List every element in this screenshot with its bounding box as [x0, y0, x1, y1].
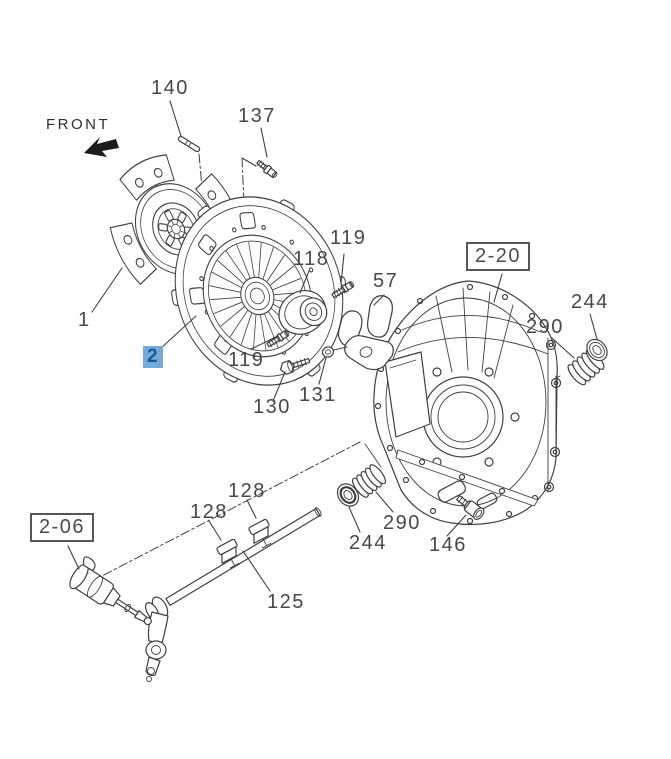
release-bearing[interactable] — [271, 282, 334, 342]
link-housing-spring — [364, 443, 382, 468]
part-label-118[interactable]: 118 — [293, 248, 330, 270]
clutch-shaft[interactable] — [142, 507, 322, 682]
housing-lower-rail — [395, 449, 539, 507]
disc-splines — [167, 219, 185, 239]
clip-128-right[interactable] — [247, 518, 278, 551]
front-label: FRONT — [46, 116, 111, 133]
shaft-lever-arm — [147, 611, 169, 644]
leader-290-right — [551, 337, 575, 359]
housing-bore-mid — [430, 384, 496, 450]
slave-ring — [86, 575, 103, 598]
part-label-119-upper[interactable]: 119 — [330, 227, 367, 249]
release-fork[interactable] — [333, 295, 394, 371]
fork-base — [344, 335, 394, 371]
part-label-137[interactable]: 137 — [238, 105, 276, 127]
leader-118 — [299, 270, 310, 294]
plate-windows — [188, 211, 256, 355]
leader-1 — [91, 267, 123, 313]
leader-290-lower — [375, 491, 394, 513]
clip-128-left[interactable] — [215, 538, 246, 571]
front-arrow-icon — [84, 137, 119, 157]
part-label-125[interactable]: 125 — [267, 591, 305, 613]
lever-knuckle — [145, 640, 167, 660]
fork-prong-right — [367, 295, 393, 338]
seal-244-right[interactable] — [583, 335, 612, 364]
part-label-130[interactable]: 130 — [253, 396, 291, 418]
leader-244-right — [589, 313, 598, 340]
lever-knuckle-hole — [151, 645, 161, 655]
part-label-1[interactable]: 1 — [78, 309, 91, 331]
bolt-137[interactable] — [256, 159, 279, 179]
lever-clevis-pin — [147, 667, 155, 675]
slave-cylinder[interactable] — [66, 555, 162, 634]
washer-131[interactable] — [321, 346, 335, 359]
leader-130 — [272, 371, 286, 402]
leader-146 — [446, 514, 467, 537]
section-ref-2-20[interactable]: 2-20 — [466, 242, 531, 271]
dowel-pin-140[interactable] — [177, 135, 201, 153]
leader-119-lower — [250, 335, 279, 350]
clutch-housing[interactable] — [373, 280, 562, 526]
housing-right-flange — [547, 337, 557, 493]
disc-bore — [171, 223, 181, 235]
leader-244-lower — [348, 506, 361, 533]
lever-clevis-tip — [146, 676, 152, 682]
pressure-plate[interactable] — [143, 167, 375, 415]
part-label-128-right[interactable]: 128 — [228, 480, 266, 502]
leader-128-right — [246, 499, 257, 519]
part-label-131[interactable]: 131 — [299, 384, 337, 406]
part-label-290-lower[interactable]: 290 — [383, 512, 421, 534]
bolt-146[interactable] — [454, 493, 486, 522]
leader-2-20 — [493, 273, 503, 303]
spring-290-right[interactable] — [565, 347, 606, 387]
seal-244-lower[interactable] — [333, 480, 363, 511]
spring-290-lower[interactable] — [350, 463, 388, 500]
fork-pivot-hole — [359, 346, 373, 358]
bolt-119-lower[interactable] — [266, 330, 290, 348]
housing-left-window — [384, 351, 431, 438]
leader-137 — [260, 127, 268, 158]
part-label-140[interactable]: 140 — [151, 77, 189, 99]
leader-128-left — [208, 520, 222, 541]
leader-119-upper — [340, 253, 345, 285]
leader-2 — [159, 315, 197, 350]
part-label-290-right[interactable]: 290 — [526, 316, 564, 338]
part-label-244-right[interactable]: 244 — [571, 291, 609, 313]
part-label-119-lower[interactable]: 119 — [228, 349, 265, 371]
leader-lines — [67, 100, 598, 592]
section-ref-2-06[interactable]: 2-06 — [30, 513, 95, 542]
bolt-119-upper[interactable] — [331, 281, 355, 299]
housing-top-bands — [397, 315, 549, 355]
part-label-146[interactable]: 146 — [429, 534, 467, 556]
housing-bore-inner — [437, 391, 489, 443]
housing-ribs — [435, 287, 514, 379]
leader-125 — [242, 550, 271, 592]
shaft-rod — [165, 508, 321, 606]
shaft-end-cap — [314, 507, 322, 517]
bolt-130[interactable] — [279, 355, 311, 376]
housing-lower-rail-holes — [418, 458, 506, 495]
slave-ear — [82, 556, 96, 572]
housing-flange-bosses — [543, 339, 562, 493]
part-label-57[interactable]: 57 — [373, 270, 399, 292]
housing-left-window-line — [389, 359, 417, 369]
leader-131 — [318, 357, 327, 385]
centerline-shaft-axis — [101, 441, 361, 577]
leader-57 — [373, 294, 385, 306]
pushrod-tip — [143, 616, 152, 626]
centerline-elbow-137 — [241, 157, 257, 167]
slave-pushrod — [115, 598, 139, 617]
part-label-128-left[interactable]: 128 — [190, 501, 228, 523]
leader-2-06 — [67, 545, 80, 570]
part-label-2-selected[interactable]: 2 — [143, 346, 164, 368]
lever-clevis — [145, 656, 161, 677]
leader-140 — [169, 100, 182, 137]
pushrod-collar — [124, 603, 131, 612]
part-label-244-lower[interactable]: 244 — [349, 532, 387, 554]
fork-pivot-link — [333, 346, 348, 351]
